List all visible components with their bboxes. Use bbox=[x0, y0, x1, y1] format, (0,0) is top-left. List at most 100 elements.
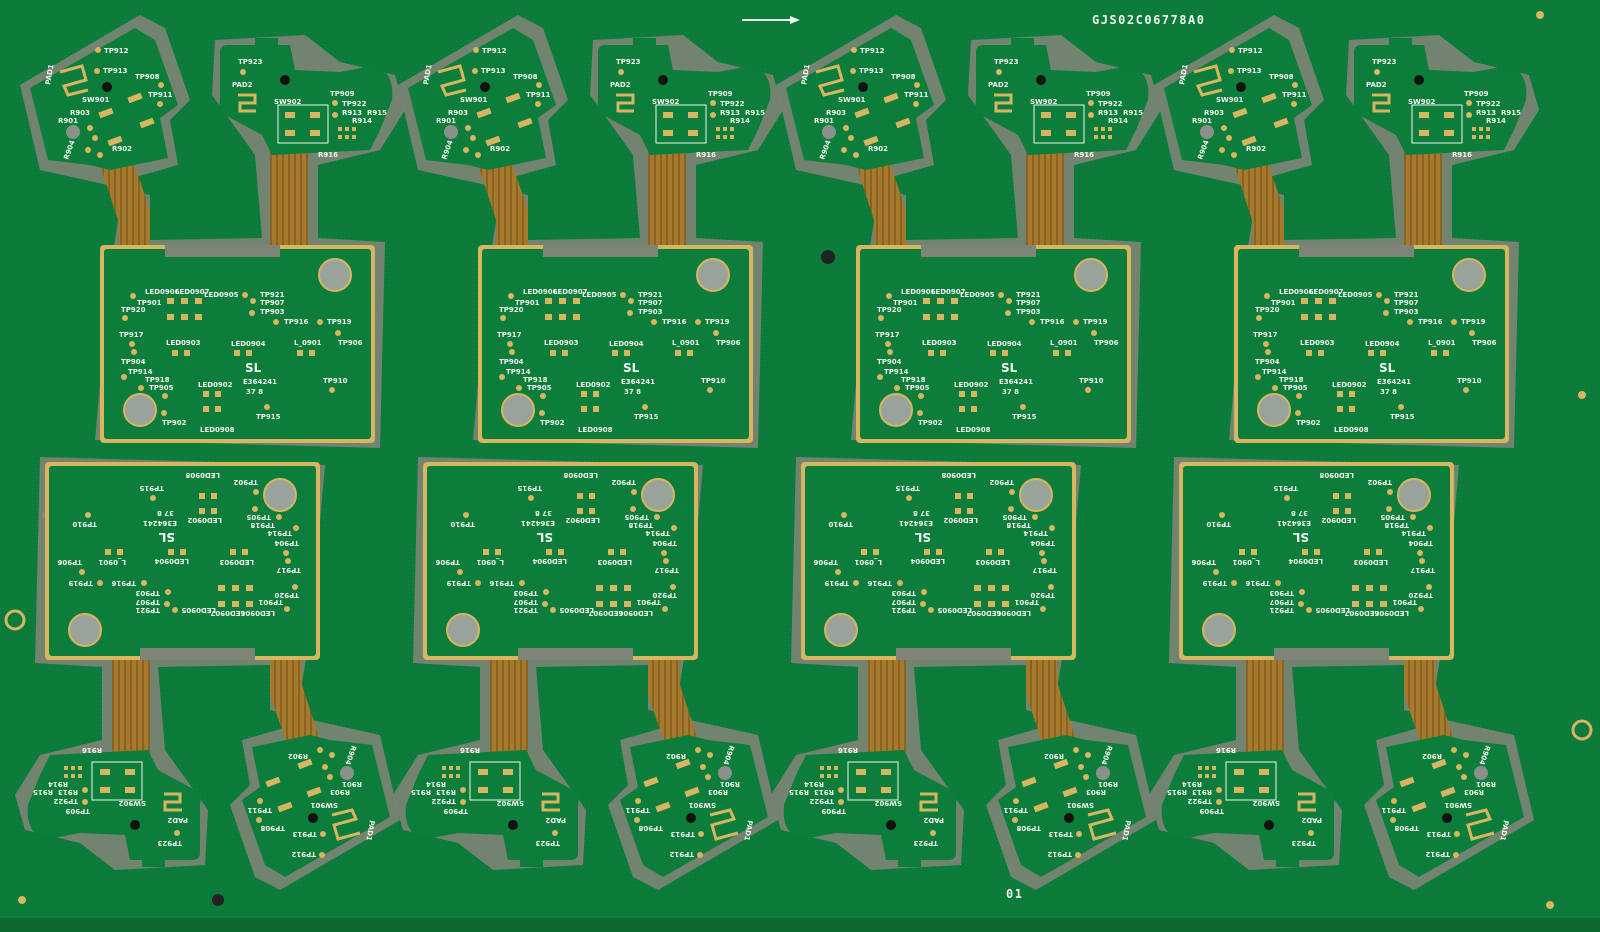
svg-text:TP909: TP909 bbox=[443, 807, 468, 815]
svg-text:R903: R903 bbox=[330, 788, 350, 796]
mounting-hole bbox=[1397, 478, 1431, 512]
svg-text:SW901: SW901 bbox=[82, 96, 110, 104]
svg-text:TP911: TP911 bbox=[1282, 91, 1307, 99]
svg-text:LED0906: LED0906 bbox=[1374, 609, 1409, 617]
svg-text:R913: R913 bbox=[436, 788, 456, 796]
svg-text:LED0908: LED0908 bbox=[1319, 471, 1354, 479]
svg-text:TP908: TP908 bbox=[1269, 73, 1294, 81]
svg-text:PAD1: PAD1 bbox=[1178, 64, 1189, 86]
svg-text:TP904: TP904 bbox=[652, 539, 677, 547]
svg-text:TP916: TP916 bbox=[111, 579, 136, 587]
svg-text:TP919: TP919 bbox=[327, 318, 352, 326]
svg-text:R902: R902 bbox=[1422, 752, 1442, 760]
main-board bbox=[104, 249, 371, 439]
svg-text:LED0906: LED0906 bbox=[618, 609, 653, 617]
svg-text:TP906: TP906 bbox=[435, 558, 460, 566]
switch-board-a: TP912 TP913 TP908 TP911 PAD1 SW901 R903 … bbox=[1376, 735, 1524, 877]
svg-text:R914: R914 bbox=[1182, 780, 1202, 788]
svg-text:TP914: TP914 bbox=[1401, 529, 1426, 537]
svg-text:TP921: TP921 bbox=[260, 291, 285, 299]
pcb-unit: LED0906 LED0907 LED0905 TP901 TP920 TP92… bbox=[771, 457, 1156, 890]
svg-text:SW902: SW902 bbox=[874, 799, 902, 807]
svg-text:R903: R903 bbox=[448, 109, 468, 117]
svg-text:TP906: TP906 bbox=[1191, 558, 1216, 566]
svg-text:R901: R901 bbox=[342, 780, 362, 788]
svg-text:SL: SL bbox=[1292, 530, 1309, 544]
mounting-hole bbox=[1074, 258, 1108, 292]
svg-text:TP915: TP915 bbox=[1273, 484, 1298, 492]
svg-text:LED0906: LED0906 bbox=[901, 288, 936, 296]
svg-text:TP914: TP914 bbox=[884, 368, 909, 376]
svg-text:SL: SL bbox=[1001, 361, 1018, 375]
svg-text:LED0907: LED0907 bbox=[1344, 609, 1379, 617]
svg-text:LED0906: LED0906 bbox=[240, 609, 275, 617]
svg-text:LED0905: LED0905 bbox=[937, 606, 972, 614]
svg-text:TP917: TP917 bbox=[1253, 331, 1278, 339]
svg-text:LED0903: LED0903 bbox=[922, 339, 957, 347]
svg-text:R903: R903 bbox=[708, 788, 728, 796]
svg-text:LED0903: LED0903 bbox=[219, 558, 254, 566]
pad1-contact bbox=[1193, 64, 1223, 97]
svg-text:TP905: TP905 bbox=[527, 384, 552, 392]
svg-text:LED0905: LED0905 bbox=[582, 291, 617, 299]
svg-text:TP907: TP907 bbox=[638, 299, 663, 307]
svg-text:TP901: TP901 bbox=[636, 598, 661, 606]
pad2-contact bbox=[994, 93, 1013, 113]
svg-text:TP910: TP910 bbox=[1206, 520, 1231, 528]
svg-text:R916: R916 bbox=[460, 746, 480, 754]
svg-text:TP921: TP921 bbox=[1394, 291, 1419, 299]
switch-board-b: TP923 PAD2 SW902 TP909 TP922 R913 R915 R… bbox=[1161, 746, 1335, 867]
svg-text:TP918: TP918 bbox=[250, 521, 275, 529]
svg-text:37 8: 37 8 bbox=[535, 509, 552, 517]
svg-text:TP903: TP903 bbox=[513, 589, 538, 597]
svg-text:TP903: TP903 bbox=[1016, 308, 1041, 316]
svg-text:TP901: TP901 bbox=[1271, 299, 1296, 307]
svg-text:SW901: SW901 bbox=[688, 801, 716, 809]
svg-text:TP918: TP918 bbox=[1279, 376, 1304, 384]
svg-text:SW902: SW902 bbox=[496, 799, 524, 807]
svg-text:TP916: TP916 bbox=[284, 318, 309, 326]
svg-text:SW901: SW901 bbox=[1066, 801, 1094, 809]
mounting-hole bbox=[68, 613, 102, 647]
switch-board-b: TP923 PAD2 SW902 TP909 TP922 R913 R915 R… bbox=[783, 746, 957, 867]
pad1-contact bbox=[1087, 808, 1117, 841]
svg-text:TP908: TP908 bbox=[891, 73, 916, 81]
svg-text:R914: R914 bbox=[730, 117, 750, 125]
svg-text:SL: SL bbox=[623, 361, 640, 375]
main-board bbox=[1238, 249, 1505, 439]
svg-text:TP920: TP920 bbox=[877, 306, 902, 314]
main-board-silkscreen: LED0906 LED0907 LED0905 TP901 TP920 TP92… bbox=[1191, 471, 1435, 617]
svg-text:TP901: TP901 bbox=[1392, 598, 1417, 606]
svg-text:R913: R913 bbox=[342, 109, 362, 117]
switch-board-a: TP912 TP913 TP908 TP911 PAD1 SW901 R903 … bbox=[242, 735, 390, 877]
svg-text:LED0906: LED0906 bbox=[996, 609, 1031, 617]
svg-text:SL: SL bbox=[158, 530, 175, 544]
svg-text:R902: R902 bbox=[666, 752, 686, 760]
svg-text:TP922: TP922 bbox=[53, 797, 78, 805]
led-pads bbox=[121, 292, 341, 416]
svg-text:TP911: TP911 bbox=[1003, 806, 1028, 814]
svg-text:TP912: TP912 bbox=[482, 47, 507, 55]
svg-text:R915: R915 bbox=[411, 788, 431, 796]
svg-text:R916: R916 bbox=[318, 151, 338, 159]
svg-text:TP919: TP919 bbox=[68, 579, 93, 587]
svg-text:LED0906: LED0906 bbox=[145, 288, 180, 296]
svg-text:TP913: TP913 bbox=[1237, 67, 1262, 75]
svg-text:TP903: TP903 bbox=[135, 589, 160, 597]
svg-text:L_0901: L_0901 bbox=[1050, 339, 1078, 347]
mounting-hole bbox=[1257, 393, 1291, 427]
svg-text:TP921: TP921 bbox=[513, 606, 538, 614]
svg-text:TP912: TP912 bbox=[104, 47, 129, 55]
svg-text:TP920: TP920 bbox=[652, 591, 677, 599]
svg-text:LED0908: LED0908 bbox=[941, 471, 976, 479]
svg-text:TP912: TP912 bbox=[1238, 47, 1263, 55]
svg-text:TP903: TP903 bbox=[1269, 589, 1294, 597]
pcb-unit: LED0906 LED0907 LED0905 TP901 TP920 TP92… bbox=[1154, 15, 1539, 448]
svg-text:TP920: TP920 bbox=[1255, 306, 1280, 314]
led-pads bbox=[79, 489, 299, 613]
svg-text:37 8: 37 8 bbox=[1002, 388, 1019, 396]
svg-text:R903: R903 bbox=[826, 109, 846, 117]
svg-text:TP918: TP918 bbox=[523, 376, 548, 384]
svg-text:TP921: TP921 bbox=[1269, 606, 1294, 614]
svg-text:37 8: 37 8 bbox=[1380, 388, 1397, 396]
